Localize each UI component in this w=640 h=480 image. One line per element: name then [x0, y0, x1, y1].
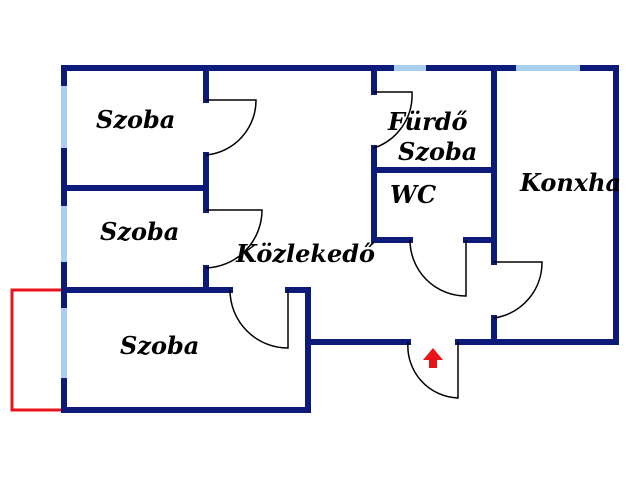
room-label-furdo-szoba: Szoba [398, 137, 477, 166]
entrance-arrow-icon [423, 348, 443, 368]
door-bathroom [373, 91, 413, 149]
room-label-szoba-middle: Szoba [100, 217, 179, 246]
windows [61, 65, 580, 378]
door-entrance [407, 341, 459, 399]
room-label-wc: WC [390, 180, 436, 209]
doors [205, 91, 543, 399]
door-middle-room [205, 209, 263, 269]
room-label-szoba-top: Szoba [96, 105, 175, 134]
interior-walls [61, 65, 497, 345]
door-top-room [205, 99, 257, 156]
door-bottom-room [229, 289, 289, 349]
room-label-szoba-bottom: Szoba [120, 331, 199, 360]
door-wc [409, 239, 467, 297]
room-label-kozlekedo: Közlekedő [235, 239, 375, 268]
room-label-konyha: Konxha [519, 168, 621, 197]
door-kitchen [493, 261, 543, 319]
room-label-furdo: Fürdő [387, 107, 468, 136]
balcony-outline [10, 288, 64, 412]
